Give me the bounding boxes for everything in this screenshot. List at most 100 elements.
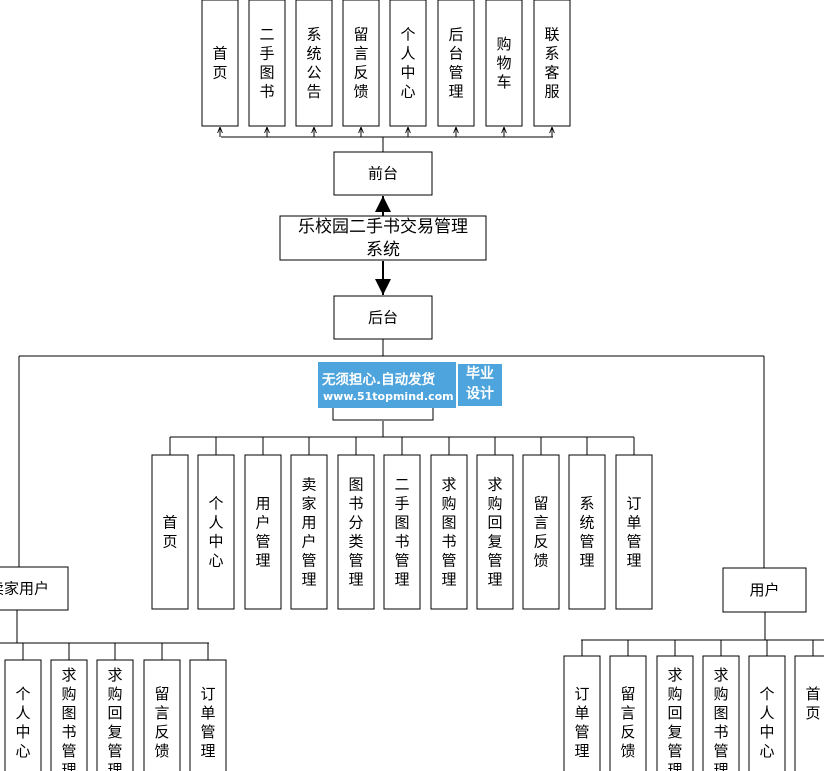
front-module-7-box <box>533 0 571 127</box>
svg-text:书: 书 <box>441 533 456 551</box>
svg-text:心: 心 <box>759 742 774 760</box>
svg-text:购: 购 <box>667 685 682 703</box>
svg-text:复: 复 <box>107 723 122 741</box>
svg-text:公: 公 <box>306 64 321 82</box>
back-module-1-box <box>197 454 235 610</box>
svg-text:图: 图 <box>713 704 728 722</box>
svg-text:回: 回 <box>487 514 502 532</box>
svg-text:人: 人 <box>400 45 415 63</box>
front-module-0-label: 首页 <box>212 45 227 82</box>
svg-text:台: 台 <box>448 45 463 63</box>
svg-text:个: 个 <box>759 685 774 703</box>
front-module-0-box <box>201 0 239 127</box>
back-module-7-box <box>476 454 514 610</box>
svg-text:卖: 卖 <box>301 476 316 494</box>
svg-text:购: 购 <box>107 685 122 703</box>
svg-text:管: 管 <box>348 552 363 570</box>
svg-text:人: 人 <box>15 704 30 722</box>
svg-text:订: 订 <box>626 495 641 513</box>
svg-text:单: 单 <box>200 704 215 722</box>
svg-text:反: 反 <box>353 64 368 82</box>
svg-text:系: 系 <box>579 495 594 513</box>
svg-text:系: 系 <box>544 45 559 63</box>
front-module-4-box <box>389 0 427 127</box>
user-module-5-box <box>794 655 824 771</box>
svg-text:购: 购 <box>61 685 76 703</box>
svg-text:家: 家 <box>301 495 316 513</box>
svg-text:管: 管 <box>301 552 316 570</box>
svg-text:复: 复 <box>487 533 502 551</box>
user-module-2-box <box>656 655 694 771</box>
svg-text:购: 购 <box>441 495 456 513</box>
svg-text:中: 中 <box>15 723 30 741</box>
back-module-5-box <box>383 454 421 610</box>
svg-text:联: 联 <box>544 26 559 44</box>
svg-text:管: 管 <box>579 533 594 551</box>
svg-text:理: 理 <box>200 742 215 760</box>
svg-text:心: 心 <box>208 552 223 570</box>
front-module-2-box <box>295 0 333 127</box>
back-module-10-box <box>615 454 653 610</box>
watermark-badge: 毕业 设计 <box>456 362 504 408</box>
svg-text:书: 书 <box>61 723 76 741</box>
svg-text:心: 心 <box>15 742 30 760</box>
svg-text:理: 理 <box>107 761 122 771</box>
user-module-0-box <box>563 655 601 771</box>
user-module-5-label: 首页 <box>805 685 820 722</box>
svg-text:回: 回 <box>107 704 122 722</box>
svg-text:理: 理 <box>394 571 409 589</box>
svg-text:管: 管 <box>107 742 122 760</box>
svg-text:言: 言 <box>353 45 368 63</box>
seller-module-2-box <box>96 659 134 771</box>
svg-text:管: 管 <box>574 723 589 741</box>
svg-text:管: 管 <box>441 552 456 570</box>
svg-text:首: 首 <box>162 514 177 532</box>
svg-text:回: 回 <box>667 704 682 722</box>
watermark-badge-line-2: 设计 <box>466 386 494 402</box>
title-line-1: 乐校园二手书交易管理 <box>298 217 468 237</box>
svg-text:复: 复 <box>667 723 682 741</box>
svg-text:理: 理 <box>574 742 589 760</box>
front-module-6-box <box>485 0 523 127</box>
svg-text:求: 求 <box>61 666 76 684</box>
svg-text:理: 理 <box>301 571 316 589</box>
seller-module-4-box <box>189 659 227 771</box>
svg-text:理: 理 <box>255 552 270 570</box>
svg-text:图: 图 <box>441 514 456 532</box>
svg-text:反: 反 <box>620 723 635 741</box>
svg-text:手: 手 <box>394 495 409 513</box>
svg-text:书: 书 <box>394 533 409 551</box>
svg-text:物: 物 <box>496 54 511 72</box>
svg-text:管: 管 <box>713 742 728 760</box>
back-module-8-box <box>522 454 560 610</box>
user-node-box <box>722 567 807 613</box>
svg-text:中: 中 <box>759 723 774 741</box>
svg-text:留: 留 <box>533 495 548 513</box>
svg-text:理: 理 <box>487 571 502 589</box>
back-module-3-box <box>290 454 328 610</box>
svg-text:求: 求 <box>441 476 456 494</box>
svg-text:客: 客 <box>544 64 559 82</box>
svg-text:车: 车 <box>496 73 511 91</box>
back-module-2-box <box>244 454 282 610</box>
svg-text:户: 户 <box>301 533 316 551</box>
svg-text:图: 图 <box>394 514 409 532</box>
svg-text:理: 理 <box>667 761 682 771</box>
watermark-logo: 无须担心.自动发货 www.51topmind.com 毕业 设计 <box>318 362 504 408</box>
svg-text:购: 购 <box>487 495 502 513</box>
